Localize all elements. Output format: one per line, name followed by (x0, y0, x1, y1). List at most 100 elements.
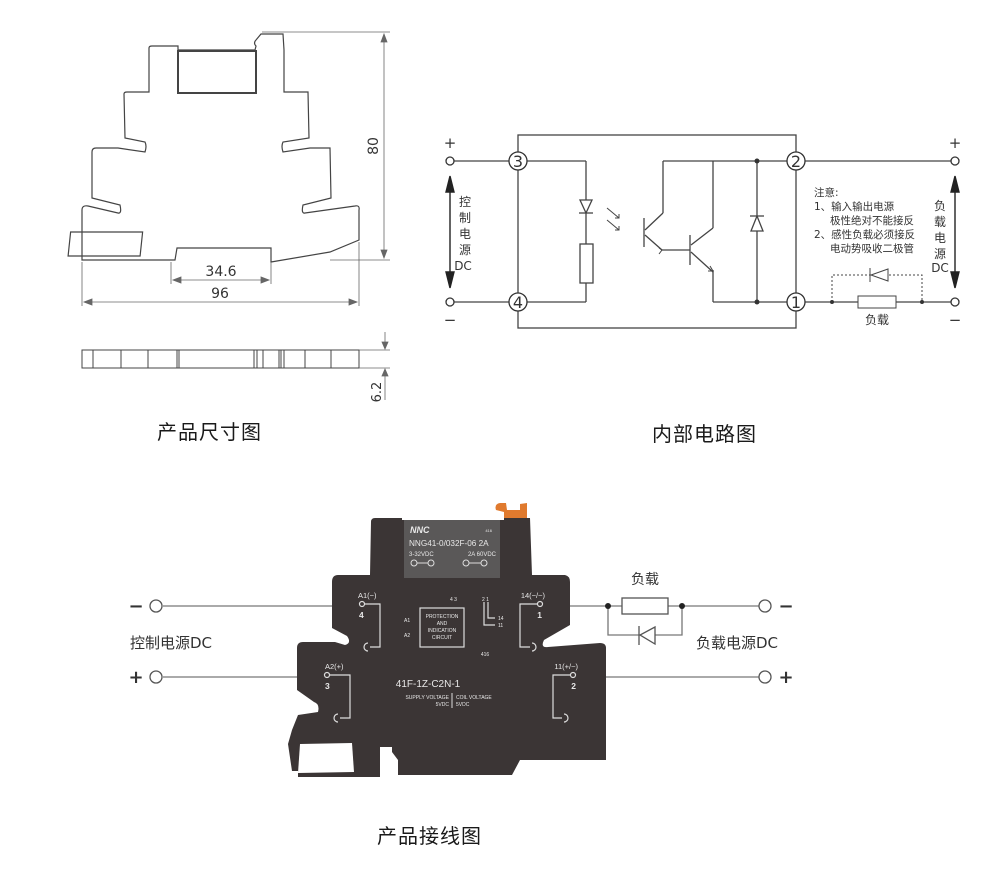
circuit-a2-label: A2 (404, 633, 410, 639)
t11-label: 11(+/~) (554, 662, 578, 671)
svg-text:CIRCUIT: CIRCUIT (432, 635, 452, 641)
circuit-11-label: 11 (498, 623, 503, 629)
svg-text:载: 载 (934, 215, 946, 229)
control-voltage-arrow (445, 175, 455, 289)
circuit-outline (517, 134, 797, 329)
pins-left-label: 4 3 (450, 597, 457, 603)
base-model: 41F-1Z-C2N-1 (396, 679, 461, 690)
base-code: 416 (481, 652, 490, 658)
supply-voltage-value: 5VDC (436, 702, 450, 708)
svg-text:电: 电 (459, 227, 471, 241)
svg-text:AND: AND (437, 621, 448, 627)
svg-text:电: 电 (934, 231, 946, 245)
supply-voltage-label: SUPPLY VOLTAGE (405, 695, 449, 701)
terminal-1-label: 1 (791, 293, 801, 312)
output-plus-node (950, 156, 960, 166)
svg-text:负: 负 (934, 199, 946, 213)
a1-label: A1(−) (358, 591, 377, 600)
svg-text:DC: DC (931, 261, 949, 275)
control-supply-label: 控制电源DC (130, 634, 212, 652)
brand-logo: NNC (410, 525, 430, 535)
control-minus-sign: − (128, 596, 143, 617)
svg-text:制: 制 (459, 211, 471, 225)
circuit-a1-label: A1 (404, 618, 410, 624)
a2-number: 3 (325, 681, 330, 691)
protection-circuit-box (419, 607, 465, 648)
coil-voltage-value: 5VDC (456, 702, 470, 708)
module-pin-symbols (410, 559, 488, 567)
caution-notes: 注意: 1、输入输出电源 极性绝对不能接反 2、感性负载必须接反 电动势吸收二极… (814, 186, 915, 255)
svg-text:源: 源 (459, 243, 471, 257)
control-plus-terminal[interactable] (149, 670, 163, 684)
terminal-2-label: 2 (791, 152, 801, 171)
svg-text:源: 源 (934, 247, 946, 261)
svg-text:极性绝对不能接反: 极性绝对不能接反 (830, 214, 914, 227)
relay-side-outline (67, 33, 360, 263)
output-minus-sign: − (949, 311, 962, 329)
a2-label: A2(+) (325, 662, 344, 671)
orange-release-clip (495, 503, 527, 518)
load-plus-sign: + (778, 667, 793, 688)
total-width-label: 96 (211, 286, 229, 302)
load-voltage-arrow (950, 175, 960, 289)
terminal-4-label: 4 (513, 293, 523, 312)
load-supply-label: 负载电源DC (696, 634, 778, 652)
t14-terminal-trace (519, 603, 540, 648)
wiring-load-label: 负载 (631, 572, 659, 588)
svg-text:电动势吸收二极管: 电动势吸收二极管 (830, 242, 914, 255)
circuit-diagram-caption: 内部电路图 (652, 422, 757, 446)
load-minus-sign: − (778, 596, 793, 617)
terminal-1 (786, 292, 806, 312)
input-rating: 3-32VDC (409, 552, 434, 558)
input-plus-node (445, 156, 455, 166)
load-supply-vertical-label: 负 载 电 源 DC (931, 199, 949, 275)
load-minus-terminal[interactable] (758, 599, 772, 613)
thickness-dimension (359, 332, 390, 400)
output-rating: 2A 60VDC (468, 552, 497, 558)
coil-voltage-label: COIL VOLTAGE (456, 695, 492, 701)
terminal-4 (508, 292, 528, 312)
module-model: NNG41-0/032F-06 2A (409, 539, 489, 548)
freewheel-diode (638, 625, 656, 646)
protection-circuit-text: PROTECTION AND INDICATION CIRCUIT (426, 614, 459, 641)
svg-text:INDICATION: INDICATION (428, 628, 457, 634)
relay-top-view (81, 349, 360, 369)
t14-number: 1 (537, 610, 542, 620)
input-minus-sign: − (444, 311, 457, 329)
svg-text:注意:: 注意: (814, 186, 839, 199)
svg-text:控: 控 (459, 195, 471, 209)
output-minus-node (950, 297, 960, 307)
a1-number: 4 (359, 610, 364, 620)
control-minus-terminal[interactable] (149, 599, 163, 613)
control-plus-sign: + (128, 667, 143, 688)
terminal-3-label: 3 (513, 152, 523, 171)
thickness-label: 6.2 (370, 382, 385, 403)
load-with-freewheel-diode (831, 268, 923, 309)
input-plus-sign: + (444, 134, 457, 152)
rail-width-label: 34.6 (205, 264, 236, 280)
module-small-code: 416 (485, 528, 492, 533)
ssr-module-label-plate (404, 520, 500, 578)
svg-text:2、感性负载必须接反: 2、感性负载必须接反 (814, 228, 915, 241)
terminal-2 (786, 151, 806, 171)
a2-terminal-trace (329, 674, 351, 719)
load-plus-terminal[interactable] (758, 670, 772, 684)
load-resistor (621, 597, 669, 615)
svg-text:1、输入输出电源: 1、输入输出电源 (814, 200, 895, 213)
input-minus-node (445, 297, 455, 307)
output-plus-sign: + (949, 134, 962, 152)
wiring-diagram-caption: 产品接线图 (377, 824, 482, 848)
dimension-lines (81, 31, 390, 306)
svg-text:DC: DC (454, 259, 472, 273)
t11-number: 2 (571, 681, 576, 691)
control-supply-vertical-label: 控 制 电 源 DC (454, 195, 472, 273)
t11-terminal-trace (552, 674, 573, 719)
svg-text:PROTECTION: PROTECTION (426, 614, 459, 620)
circuit-14-label: 14 (498, 616, 504, 622)
dimension-drawing-caption: 产品尺寸图 (157, 420, 262, 444)
a1-terminal-trace (362, 603, 381, 648)
pins-right-label: 2 1 (482, 597, 489, 603)
